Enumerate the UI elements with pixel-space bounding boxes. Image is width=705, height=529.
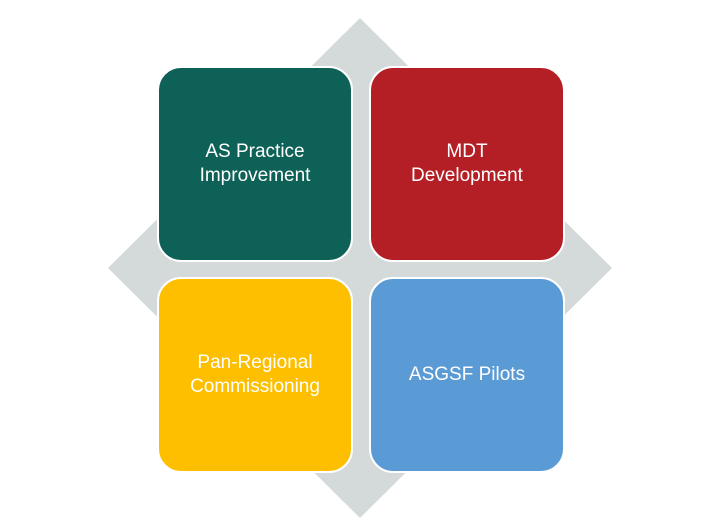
quadrant-mdt-development: MDT Development [369, 66, 565, 262]
quadrant-pan-regional-commissioning: Pan-Regional Commissioning [157, 277, 353, 473]
quadrant-as-practice-improvement: AS Practice Improvement [157, 66, 353, 262]
quadrant-label: ASGSF Pilots [408, 363, 526, 385]
quadrant-label: AS Practice Improvement [199, 140, 311, 186]
quadrant-asgsf-pilots: ASGSF Pilots [369, 277, 565, 473]
quadrant-label: MDT Development [411, 140, 523, 186]
quadrant-label: Pan-Regional Commissioning [190, 351, 320, 397]
